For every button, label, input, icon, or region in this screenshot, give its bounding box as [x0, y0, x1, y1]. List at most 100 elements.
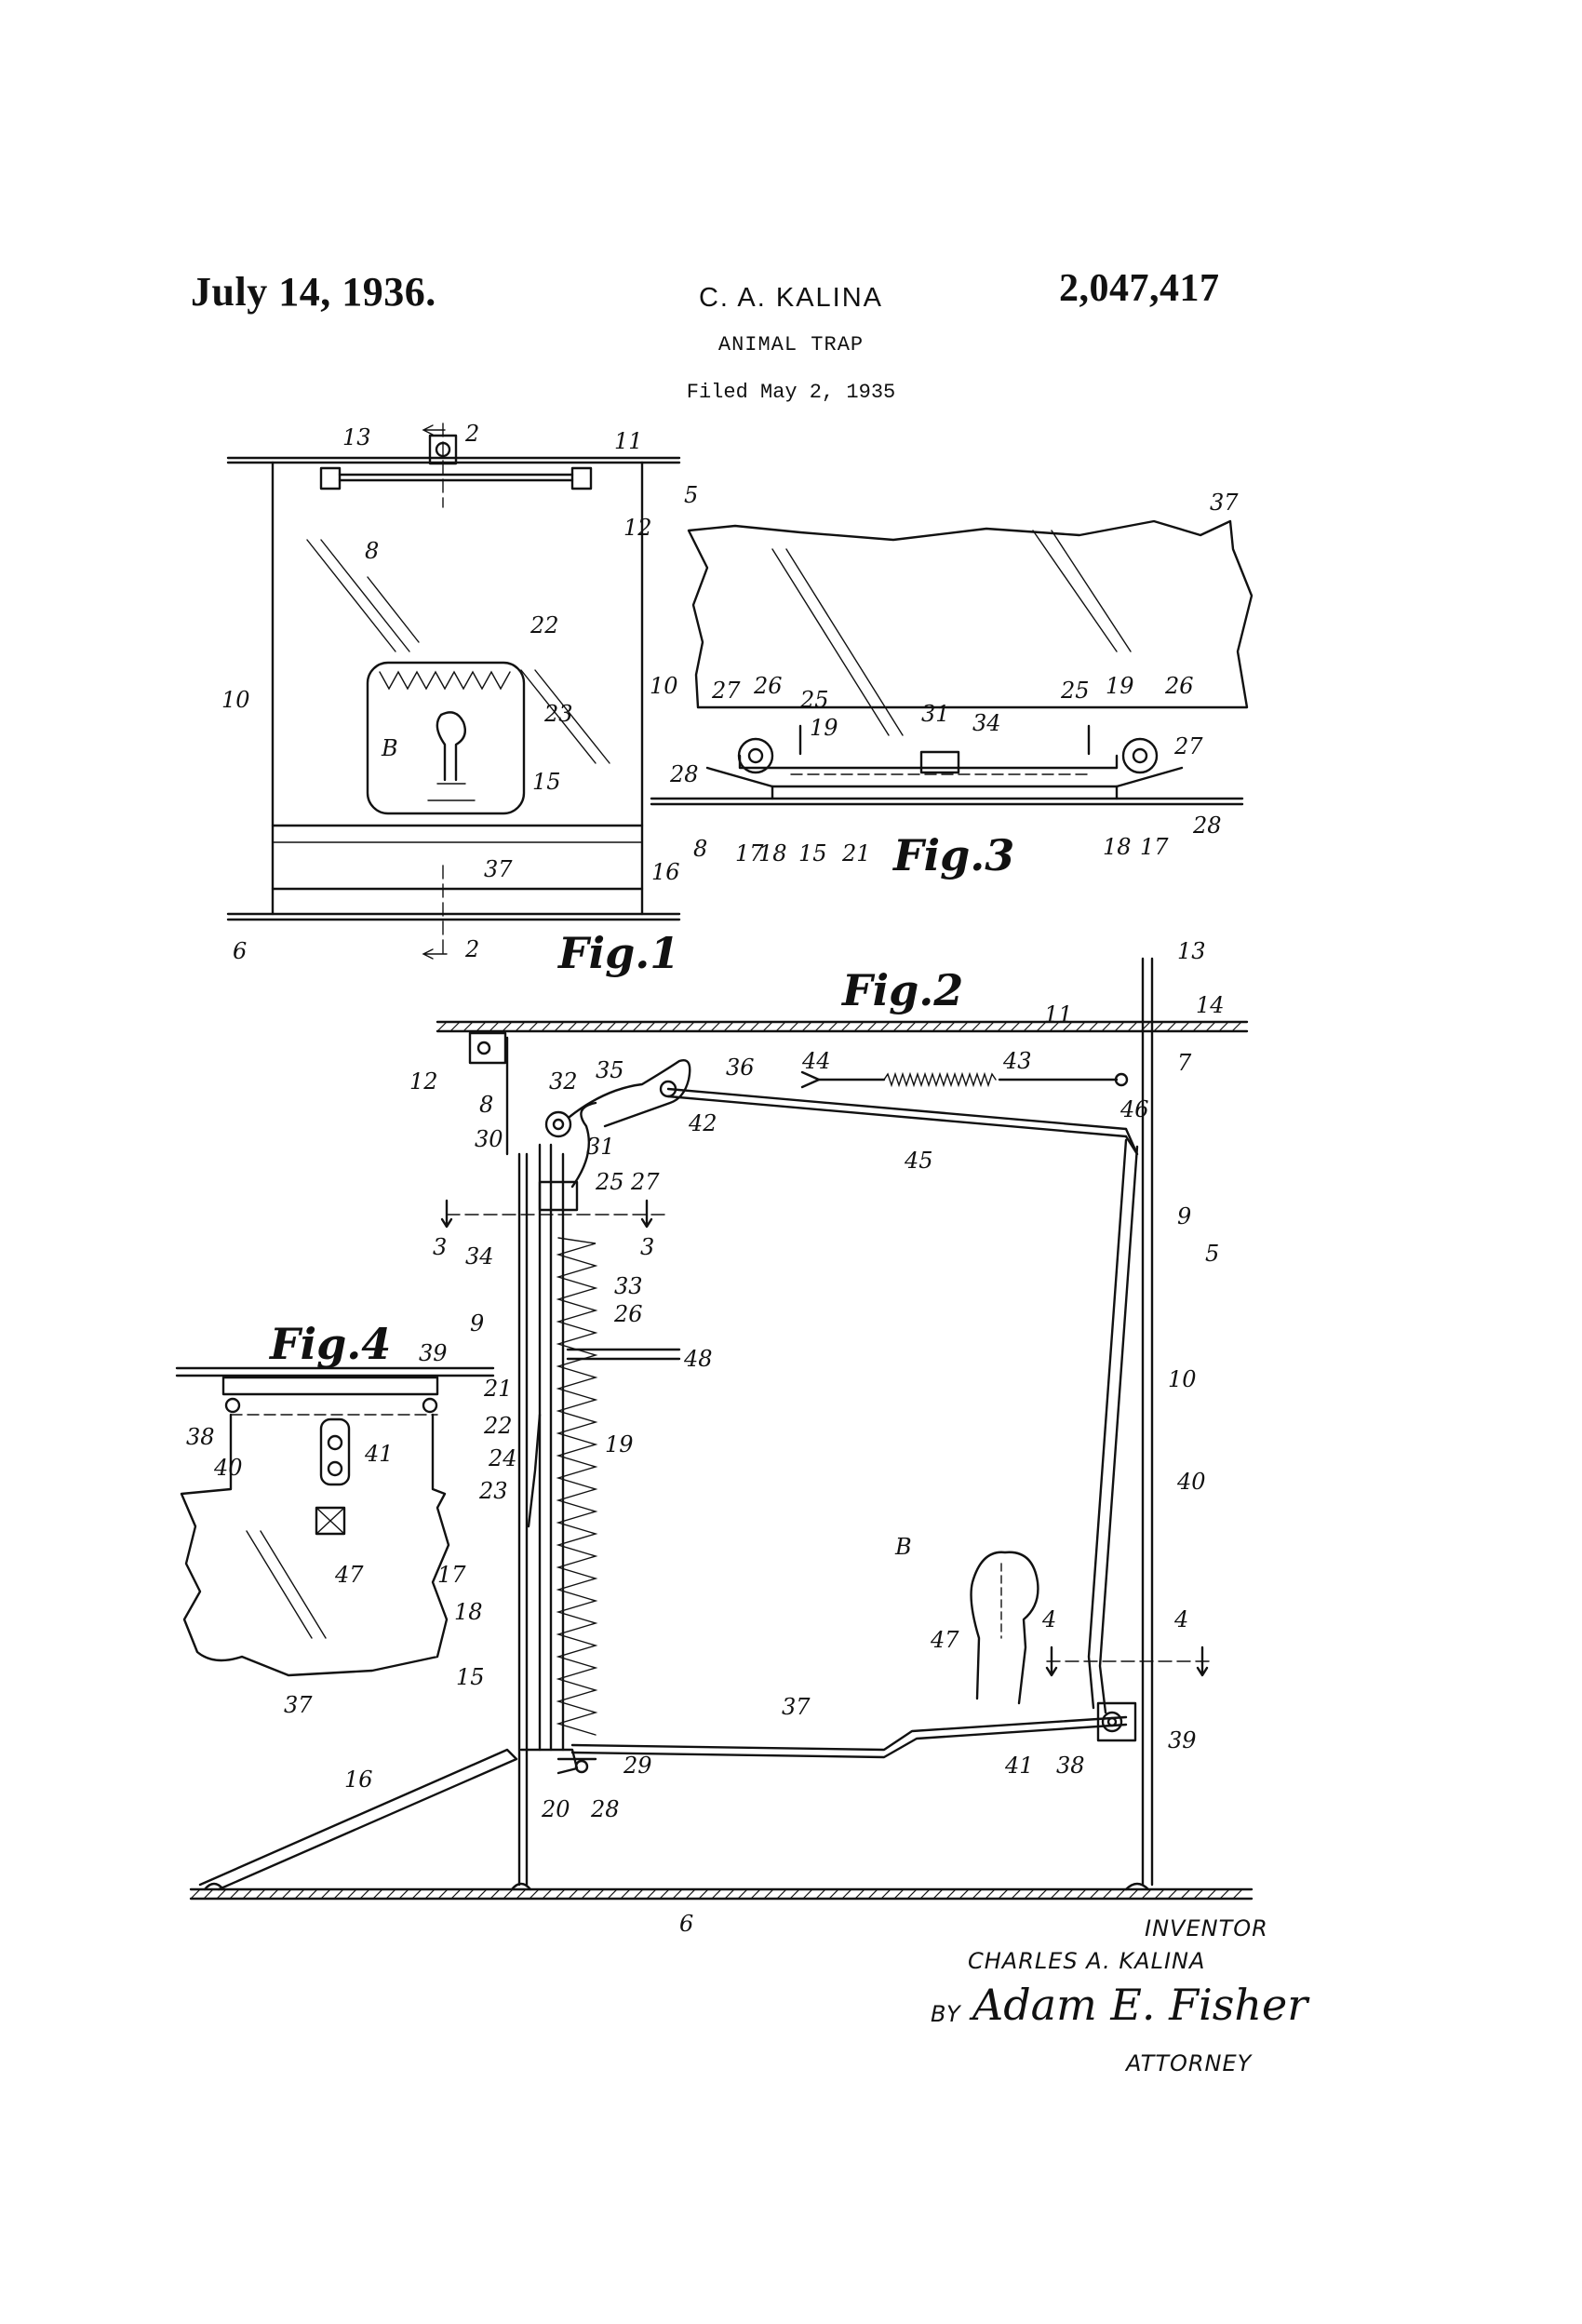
svg-text:13: 13 — [342, 424, 371, 450]
svg-text:2: 2 — [464, 421, 479, 447]
patent-date: July 14, 1936. — [191, 269, 436, 315]
svg-text:9: 9 — [470, 1310, 484, 1337]
svg-text:8: 8 — [365, 538, 379, 564]
svg-text:37: 37 — [284, 1692, 313, 1718]
svg-text:9: 9 — [1177, 1203, 1191, 1229]
svg-text:18: 18 — [1103, 834, 1132, 860]
svg-text:18: 18 — [758, 840, 787, 866]
svg-text:27: 27 — [711, 678, 741, 704]
svg-text:25: 25 — [799, 687, 829, 713]
svg-text:28: 28 — [1192, 813, 1222, 839]
svg-text:39: 39 — [1168, 1727, 1197, 1753]
svg-text:43: 43 — [1002, 1048, 1032, 1074]
svg-text:11: 11 — [1044, 1001, 1073, 1028]
svg-text:37: 37 — [484, 856, 513, 882]
svg-text:5: 5 — [684, 482, 698, 508]
svg-text:24: 24 — [488, 1445, 517, 1471]
svg-text:23: 23 — [543, 701, 573, 727]
svg-text:11: 11 — [614, 428, 643, 454]
figure-1-front-view: Fig.1 13 2 2 11 5 12 8 22 10 10 23 B 15 … — [221, 421, 698, 978]
svg-text:3: 3 — [433, 1234, 447, 1260]
svg-text:4: 4 — [1173, 1606, 1188, 1632]
svg-text:27: 27 — [1173, 733, 1203, 759]
svg-text:25: 25 — [595, 1169, 624, 1195]
svg-text:B: B — [894, 1534, 912, 1560]
figure-2-side-section: Fig.2 13 14 11 7 12 32 35 36 44 43 46 42… — [189, 938, 1254, 1937]
svg-text:B: B — [381, 735, 398, 761]
svg-text:38: 38 — [186, 1424, 215, 1450]
svg-text:22: 22 — [530, 612, 559, 638]
svg-text:10: 10 — [221, 687, 250, 713]
svg-text:31: 31 — [586, 1134, 615, 1160]
fig-3-label: Fig.3 — [892, 830, 1014, 880]
svg-text:31: 31 — [921, 701, 950, 727]
filing-date: Filed May 2, 1935 — [686, 381, 896, 404]
svg-text:14: 14 — [1196, 992, 1225, 1018]
svg-text:37: 37 — [782, 1694, 811, 1720]
svg-text:16: 16 — [651, 859, 680, 885]
svg-text:8: 8 — [479, 1092, 493, 1118]
svg-text:21: 21 — [841, 840, 871, 866]
svg-text:17: 17 — [437, 1562, 466, 1588]
figure-3-section-view: Fig.3 37 27 26 25 19 31 34 25 19 26 27 2… — [650, 490, 1254, 880]
svg-text:6: 6 — [679, 1911, 693, 1937]
svg-text:36: 36 — [726, 1055, 755, 1081]
svg-text:46: 46 — [1119, 1096, 1149, 1122]
svg-text:20: 20 — [541, 1796, 570, 1822]
svg-text:40: 40 — [1176, 1469, 1206, 1495]
svg-text:28: 28 — [590, 1796, 620, 1822]
svg-text:12: 12 — [623, 515, 652, 541]
svg-text:17: 17 — [1140, 834, 1169, 860]
svg-text:34: 34 — [465, 1243, 494, 1269]
attorney-role: ATTORNEY — [1124, 2050, 1254, 2076]
attorney-signature: Adam E. Fisher — [969, 1980, 1310, 2030]
fig-2-label: Fig.2 — [840, 965, 963, 1015]
svg-text:10: 10 — [650, 673, 678, 699]
svg-text:35: 35 — [596, 1057, 624, 1083]
figure-4-detail-view: Fig.4 39 9 38 40 41 47 37 — [175, 1310, 495, 1718]
svg-text:17: 17 — [735, 840, 764, 866]
svg-text:19: 19 — [1106, 673, 1134, 699]
patent-title: ANIMAL TRAP — [717, 333, 865, 356]
svg-text:40: 40 — [213, 1455, 243, 1481]
svg-text:30: 30 — [475, 1126, 503, 1152]
inventor-signature-name: CHARLES A. KALINA — [968, 1948, 1205, 1974]
inventor-role: INVENTOR — [1145, 1915, 1268, 1941]
signature-block: INVENTOR CHARLES A. KALINA BY Adam E. Fi… — [931, 1915, 1310, 2076]
svg-text:15: 15 — [532, 769, 561, 795]
svg-text:42: 42 — [688, 1110, 717, 1136]
svg-text:26: 26 — [613, 1301, 643, 1327]
svg-text:6: 6 — [233, 938, 247, 964]
svg-text:19: 19 — [605, 1431, 634, 1458]
svg-text:26: 26 — [1164, 673, 1194, 699]
svg-text:33: 33 — [614, 1273, 643, 1299]
svg-text:4: 4 — [1041, 1606, 1056, 1632]
svg-text:44: 44 — [801, 1048, 831, 1074]
svg-text:37: 37 — [1210, 490, 1239, 516]
svg-text:45: 45 — [904, 1148, 933, 1174]
svg-text:34: 34 — [972, 710, 1001, 736]
svg-text:19: 19 — [810, 715, 838, 741]
svg-text:29: 29 — [623, 1753, 652, 1779]
fig-1-label: Fig.1 — [556, 928, 679, 978]
patent-number: 2,047,417 — [1059, 267, 1220, 310]
svg-text:7: 7 — [1177, 1050, 1192, 1076]
by-label: BY — [931, 2001, 962, 2027]
svg-text:26: 26 — [753, 673, 783, 699]
svg-text:16: 16 — [344, 1767, 373, 1793]
svg-text:2: 2 — [464, 936, 479, 962]
fig-4-label: Fig.4 — [268, 1319, 391, 1369]
svg-text:3: 3 — [640, 1234, 654, 1260]
svg-text:41: 41 — [1004, 1753, 1034, 1779]
svg-text:27: 27 — [630, 1169, 660, 1195]
svg-text:5: 5 — [1205, 1241, 1219, 1267]
svg-text:47: 47 — [930, 1627, 959, 1653]
svg-text:15: 15 — [456, 1664, 485, 1690]
svg-text:12: 12 — [409, 1068, 438, 1095]
svg-text:22: 22 — [483, 1413, 513, 1439]
svg-text:38: 38 — [1056, 1753, 1085, 1779]
svg-text:13: 13 — [1177, 938, 1206, 964]
svg-text:41: 41 — [364, 1441, 394, 1467]
